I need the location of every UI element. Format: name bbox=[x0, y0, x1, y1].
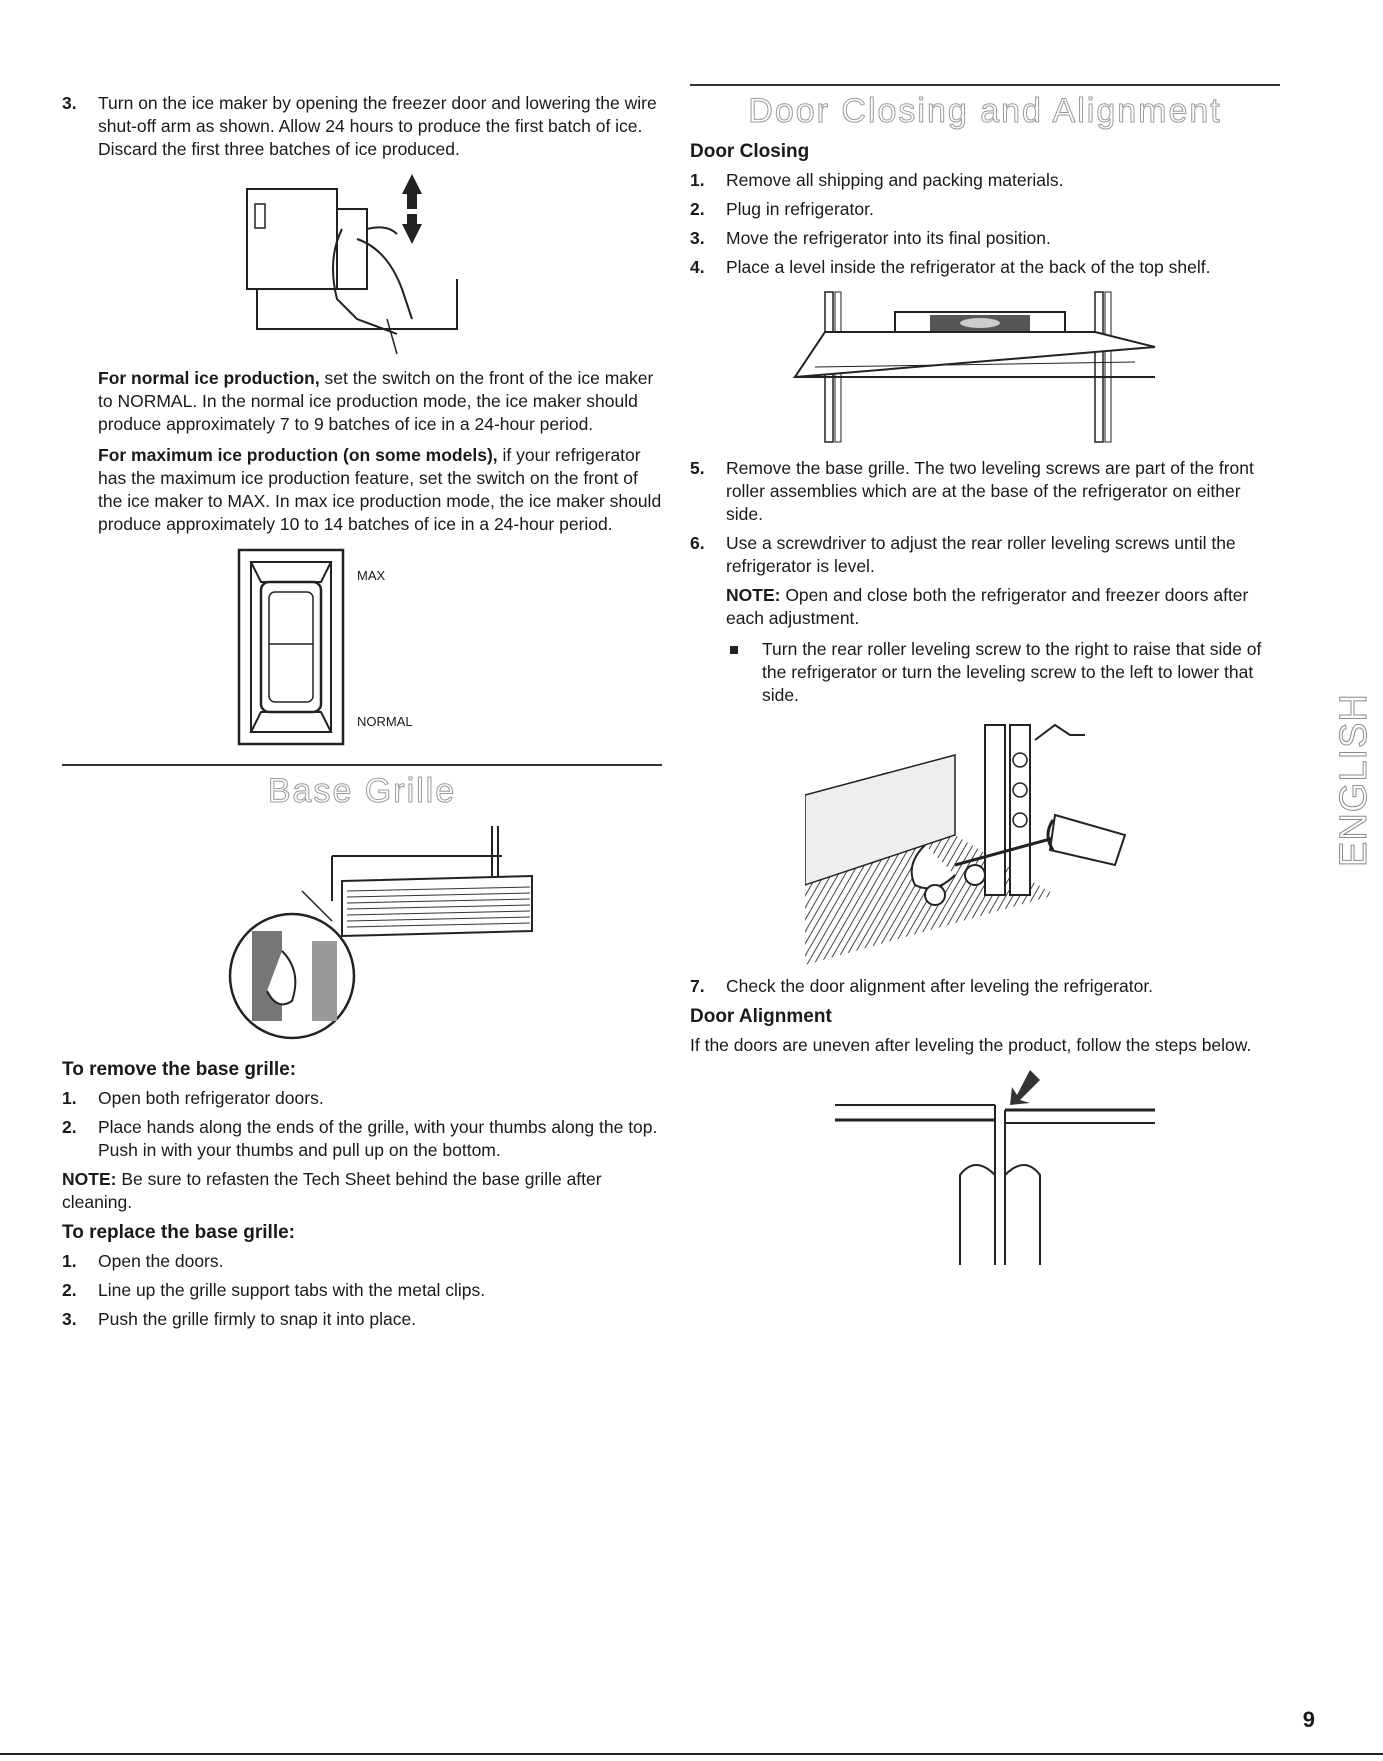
step-text: Use a screwdriver to adjust the rear rol… bbox=[726, 533, 1236, 576]
step-text: Remove all shipping and packing material… bbox=[726, 170, 1064, 190]
list-item: 1. Open both refrigerator doors. bbox=[62, 1087, 662, 1110]
language-side-tab: ENGLISH bbox=[1333, 693, 1376, 868]
bullet-text: Turn the rear roller leveling screw to t… bbox=[762, 639, 1262, 705]
step-text: Remove the base grille. The two leveling… bbox=[726, 458, 1254, 524]
step-text: Line up the grille support tabs with the… bbox=[98, 1280, 486, 1300]
switch-normal-label: NORMAL bbox=[357, 714, 413, 729]
ice-maker-steps: 3. Turn on the ice maker by opening the … bbox=[62, 92, 662, 161]
switch-illustration: MAX NORMAL bbox=[237, 548, 457, 748]
door-closing-step-7: 7. Check the door alignment after levelin… bbox=[690, 975, 1280, 998]
list-item: 3. Move the refrigerator into its final p… bbox=[690, 227, 1280, 250]
door-closing-steps-continued: 5. Remove the base grille. The two leveli… bbox=[690, 457, 1280, 578]
step-number: 2. bbox=[62, 1117, 77, 1137]
remove-grille-heading: To remove the base grille: bbox=[62, 1059, 297, 1080]
list-item: 1. Remove all shipping and packing materi… bbox=[690, 169, 1280, 192]
step-3: 3. Turn on the ice maker by opening the … bbox=[62, 92, 662, 161]
leveling-bullet: Turn the rear roller leveling screw to t… bbox=[690, 638, 1280, 707]
note-text: Open and close both the refrigerator and… bbox=[726, 585, 1249, 628]
ice-switch-icon bbox=[237, 548, 345, 746]
switch-max-label: MAX bbox=[357, 568, 386, 583]
step-number: 3. bbox=[62, 93, 77, 113]
remove-grille-steps: 1. Open both refrigerator doors. 2. Place … bbox=[62, 1087, 662, 1162]
step-number: 2. bbox=[690, 199, 705, 219]
maximum-production-paragraph: For maximum ice production (on some mode… bbox=[62, 444, 662, 536]
normal-production-lead: For normal ice production, bbox=[98, 368, 320, 388]
list-item: 2. Line up the grille support tabs with t… bbox=[62, 1279, 662, 1302]
list-item: 2. Plug in refrigerator. bbox=[690, 198, 1280, 221]
step-text: Turn on the ice maker by opening the fre… bbox=[98, 93, 657, 159]
maximum-production-lead: For maximum ice production (on some mode… bbox=[98, 445, 498, 465]
bullet-icon bbox=[730, 646, 738, 654]
step-number: 2. bbox=[62, 1280, 77, 1300]
page-number: 9 bbox=[1302, 1707, 1315, 1732]
step-number: 1. bbox=[62, 1088, 77, 1108]
note-lead: NOTE: bbox=[62, 1169, 117, 1189]
step-text: Move the refrigerator into its final pos… bbox=[726, 228, 1051, 248]
step-number: 6. bbox=[690, 533, 705, 553]
left-column: 3. Turn on the ice maker by opening the … bbox=[62, 92, 662, 1337]
grille-note: NOTE: Be sure to refasten the Tech Sheet… bbox=[62, 1168, 662, 1214]
replace-grille-steps: 1. Open the doors. 2. Line up the grille s… bbox=[62, 1250, 662, 1331]
step-text: Open the doors. bbox=[98, 1251, 224, 1271]
list-item: 3. Push the grille firmly to snap it into… bbox=[62, 1308, 662, 1331]
normal-production-text: set the switch on the front of the ice m… bbox=[98, 368, 654, 434]
step-number: 1. bbox=[62, 1251, 77, 1271]
step-text: Check the door alignment after leveling … bbox=[726, 976, 1154, 996]
door-alignment-heading: Door Alignment bbox=[690, 1006, 832, 1027]
step-number: 5. bbox=[690, 458, 705, 478]
ice-maker-arm-illustration bbox=[246, 174, 458, 355]
list-item: 6. Use a screwdriver to adjust the rear r… bbox=[690, 532, 1280, 578]
list-item: 7. Check the door alignment after levelin… bbox=[690, 975, 1280, 998]
step-text: Place hands along the ends of the grille… bbox=[98, 1117, 658, 1160]
step-number: 4. bbox=[690, 257, 705, 277]
section-divider bbox=[62, 764, 662, 766]
section-divider bbox=[690, 84, 1280, 86]
door-closing-steps: 1. Remove all shipping and packing materi… bbox=[690, 169, 1280, 279]
step-number: 1. bbox=[690, 170, 705, 190]
bottom-rule bbox=[0, 1753, 1383, 1755]
step-number: 3. bbox=[62, 1309, 77, 1329]
list-item: 2. Place hands along the ends of the gril… bbox=[62, 1116, 662, 1162]
replace-grille-heading: To replace the base grille: bbox=[62, 1222, 296, 1243]
maximum-production-text: if your refrigerator has the maximum ice… bbox=[98, 445, 662, 534]
note-lead: NOTE: bbox=[726, 585, 781, 605]
list-item: 1. Open the doors. bbox=[62, 1250, 662, 1273]
base-grille-illustration bbox=[228, 826, 533, 1040]
door-closing-alignment-heading: Door Closing and Alignment bbox=[748, 92, 1222, 131]
normal-production-paragraph: For normal ice production, set the switc… bbox=[62, 367, 662, 436]
step-text: Place a level inside the refrigerator at… bbox=[726, 257, 1211, 277]
leveling-note: NOTE: Open and close both the refrigerat… bbox=[690, 584, 1280, 630]
step-number: 3. bbox=[690, 228, 705, 248]
door-alignment-text: If the doors are uneven after leveling t… bbox=[690, 1035, 1252, 1055]
base-grille-heading: Base Grille bbox=[267, 772, 457, 811]
door-closing-heading: Door Closing bbox=[690, 141, 810, 162]
leveling-screw-illustration bbox=[805, 723, 1127, 965]
list-item: 4. Place a level inside the refrigerator … bbox=[690, 256, 1280, 279]
step-text: Push the grille firmly to snap it into p… bbox=[98, 1309, 417, 1329]
step-text: Open both refrigerator doors. bbox=[98, 1088, 324, 1108]
note-text: Be sure to refasten the Tech Sheet behin… bbox=[62, 1169, 602, 1212]
door-alignment-illustration bbox=[835, 1070, 1155, 1265]
step-number: 7. bbox=[690, 976, 705, 996]
level-on-shelf-illustration bbox=[793, 291, 1156, 443]
right-column: Door Closing and Alignment Door Closing … bbox=[690, 84, 1280, 1303]
list-item: 5. Remove the base grille. The two leveli… bbox=[690, 457, 1280, 526]
step-text: Plug in refrigerator. bbox=[726, 199, 874, 219]
